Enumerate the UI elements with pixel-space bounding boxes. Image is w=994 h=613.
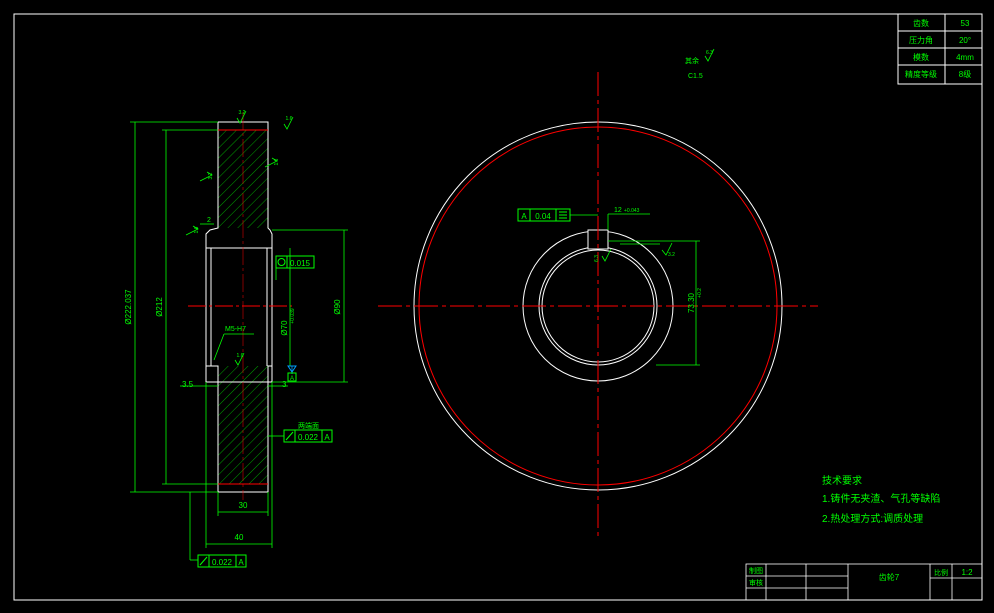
tech-req-item-1: 1.铸件无夹渣、气孔等缺陷 xyxy=(822,492,940,505)
side-view-dimensions xyxy=(130,121,348,561)
keyway-side-roughness: 6.3 xyxy=(594,255,600,262)
runout-bottom-value: 0.022 xyxy=(212,558,233,567)
roughness-tooth-face: 1.6 xyxy=(274,158,280,165)
front-view-annotations xyxy=(570,48,715,366)
both-ends-label: 两端面 xyxy=(298,421,319,430)
dim-face-width: 30 xyxy=(239,501,248,510)
dim-right-offset: 3 xyxy=(282,380,287,389)
front-view-text: 其余 6.3 C1.5 12 +0.043 73.30 +0.2 3.2 6.3 xyxy=(594,50,713,313)
roughness-symbols xyxy=(185,110,294,366)
note-label: 其余 xyxy=(685,56,699,65)
datum-letter: A xyxy=(290,376,294,382)
keyway-depth-tol: +0.2 xyxy=(697,288,703,298)
dim-outer-diameter: Ø222.037 xyxy=(124,289,133,325)
tech-req-item-2: 2.热处理方式:调质处理 xyxy=(822,512,923,525)
tech-requirements: 技术要求 1.铸件无夹渣、气孔等缺陷 2.热处理方式:调质处理 xyxy=(822,474,940,525)
keyway-depth: 73.30 xyxy=(687,292,696,313)
dim-thread: M5-H7 xyxy=(225,326,246,333)
dim-hub-diameter: Ø90 xyxy=(333,299,342,315)
keyway-tol-value: 0.04 xyxy=(535,212,551,221)
front-view xyxy=(378,72,818,540)
note-chamfer: C1.5 xyxy=(688,73,703,80)
dim-bore-tolerance: +0.039 xyxy=(290,308,296,324)
runout-frame-bottom: 0.022 A xyxy=(197,554,247,568)
side-view-dim-text: Ø222.037 Ø212 Ø90 Ø70 +0.039 M5-H7 2 3.5… xyxy=(124,110,342,542)
param-table: 齿数 53 压力角 20° 模数 4mm 精度等级 8级 xyxy=(897,13,983,85)
param-value-module: 4mm xyxy=(956,53,974,62)
param-value-accuracy: 8级 xyxy=(959,69,971,79)
runout-right-value: 0.022 xyxy=(298,433,319,442)
runout-frame-right: 两端面 0.022 A xyxy=(283,421,333,443)
scale-value: 1:2 xyxy=(961,568,973,577)
param-value-pressure-angle: 20° xyxy=(959,36,971,45)
checker-label: 审核 xyxy=(749,578,763,587)
param-label-accuracy: 精度等级 xyxy=(905,69,937,79)
dim-chamfer-small: 2 xyxy=(207,217,211,224)
dim-hub-width: 40 xyxy=(235,533,244,542)
keyway-tolerance-frame: A 0.04 xyxy=(517,208,571,222)
tech-req-title: 技术要求 xyxy=(822,474,862,487)
keyway-width-tol: +0.043 xyxy=(624,208,640,214)
runout-right-datum: A xyxy=(324,433,330,442)
cylindricity-value: 0.015 xyxy=(290,259,311,268)
roughness-right-top: 1.6 xyxy=(286,116,293,122)
dim-root-diameter: Ø212 xyxy=(155,297,164,317)
dim-left-offset: 3.5 xyxy=(182,380,194,389)
runout-bottom-datum: A xyxy=(238,558,244,567)
cylindricity-frame: 0.015 xyxy=(275,255,315,269)
keyway-width: 12 xyxy=(614,207,622,214)
title-block-text: 制图 审核 齿轮7 比例 1:2 xyxy=(749,566,973,587)
note-roughness: 6.3 xyxy=(706,50,713,56)
dim-bore-diameter: Ø70 xyxy=(280,320,289,336)
designer-label: 制图 xyxy=(749,566,763,575)
part-name: 齿轮7 xyxy=(879,572,900,582)
param-value-teeth: 53 xyxy=(961,19,970,28)
datum-triangle xyxy=(287,365,297,373)
side-section-view xyxy=(188,112,292,500)
drawing-frame xyxy=(13,13,983,601)
param-label-pressure-angle: 压力角 xyxy=(909,35,933,45)
param-label-module: 模数 xyxy=(913,52,929,62)
keyway-tol-datum: A xyxy=(521,212,527,221)
title-block xyxy=(745,563,983,601)
roughness-top: 3.2 xyxy=(239,110,246,116)
datum-box xyxy=(287,372,297,382)
scale-label: 比例 xyxy=(934,568,948,577)
keyway-roughness: 3.2 xyxy=(668,252,675,258)
param-label-teeth: 齿数 xyxy=(913,18,929,28)
roughness-thread-hole: 1.6 xyxy=(237,353,244,359)
